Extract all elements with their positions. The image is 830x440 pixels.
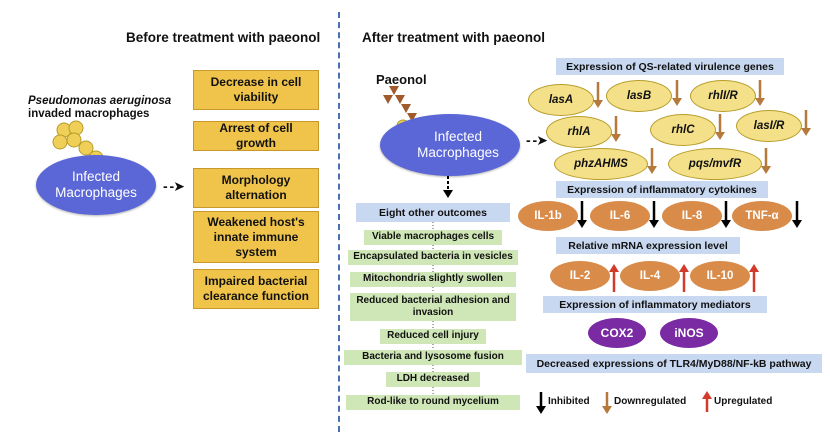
- gene-ellipse: rhlC: [650, 114, 716, 146]
- downregulated-arrow-icon: [647, 148, 657, 174]
- outcome-item: Reduced bacterial adhesion and invasion: [350, 293, 516, 321]
- cytokine-ellipse: IL-8: [662, 201, 722, 231]
- legend-upregulated-icon: [702, 391, 712, 412]
- downregulated-arrow-icon: [672, 80, 682, 106]
- inhibited-arrow-icon: [577, 201, 587, 228]
- legend-upregulated-label: Upregulated: [714, 396, 773, 407]
- inhibited-arrow-icon: [792, 201, 802, 228]
- cell-label-line1: Infected: [433, 128, 483, 144]
- paeonol-label: Paeonol: [376, 72, 427, 87]
- right-header: After treatment with paeonol: [362, 30, 546, 45]
- gene-ellipse: rhlA: [546, 116, 612, 148]
- eight-outcomes-title: Eight other outcomes: [356, 203, 510, 222]
- mrna-ellipse: IL-4: [620, 261, 680, 291]
- section-divider: [338, 12, 340, 432]
- cytokine-ellipse: TNF-α: [732, 201, 792, 231]
- dashed-arrow-icon: - -➤: [526, 132, 548, 148]
- downregulated-arrow-icon: [715, 114, 725, 140]
- mediator-ellipse: COX2: [588, 318, 646, 348]
- gene-ellipse: lasI/R: [736, 110, 802, 142]
- downregulated-arrow-icon: [593, 82, 603, 108]
- bacteria-label-desc: invaded macrophages: [28, 108, 150, 120]
- mediator-ellipse: iNOS: [660, 318, 718, 348]
- outcome-item: Viable macrophages cells: [364, 230, 502, 245]
- cytokine-ellipse: IL-6: [590, 201, 650, 231]
- dashed-down-arrow-icon: [443, 176, 453, 198]
- downregulated-arrow-icon: [761, 148, 771, 174]
- upregulated-arrow-icon: [749, 264, 759, 292]
- cytokines-title: Expression of inflammatory cytokines: [556, 181, 768, 198]
- cell-label-line2: Macrophages: [417, 145, 499, 160]
- outcome-item: Bacteria and lysosome fusion: [344, 350, 522, 365]
- outcome-item: Encapsulated bacteria in vesicles: [348, 250, 518, 265]
- inhibited-arrow-icon: [649, 201, 659, 228]
- inhibited-arrow-icon: [721, 201, 731, 228]
- upregulated-arrow-icon: [609, 264, 619, 292]
- gene-ellipse: pqs/mvfR: [668, 148, 762, 180]
- gene-ellipse: rhlI/R: [690, 80, 756, 112]
- outcome-box: Weakened host's innate immune system: [193, 211, 319, 263]
- outcome-box: Decrease in cell viability: [193, 70, 319, 110]
- mrna-ellipse: IL-2: [550, 261, 610, 291]
- outcome-item: Rod-like to round mycelium: [346, 395, 520, 410]
- gene-ellipse: phzAHMS: [554, 148, 648, 180]
- outcome-item: Mitochondria slightly swollen: [350, 272, 516, 287]
- outcome-box: Impaired bacterial clearance function: [193, 269, 319, 309]
- outcome-box: Morphology alternation: [193, 168, 319, 208]
- pathway-box: Decreased expressions of TLR4/MyD88/NF-k…: [526, 354, 822, 373]
- gene-ellipse: lasA: [528, 84, 594, 116]
- gene-ellipse: lasB: [606, 80, 672, 112]
- paeonol-molecules-icon: [383, 86, 417, 122]
- outcome-item: LDH decreased: [386, 372, 480, 387]
- dashed-arrow-icon: - -➤: [163, 178, 185, 194]
- downregulated-arrow-icon: [755, 80, 765, 106]
- outcome-item: Reduced cell injury: [380, 329, 486, 344]
- legend-inhibited-label: Inhibited: [548, 396, 590, 407]
- mrna-title: Relative mRNA expression level: [556, 237, 740, 254]
- mrna-ellipse: IL-10: [690, 261, 750, 291]
- downregulated-arrow-icon: [801, 110, 811, 136]
- legend-downregulated-label: Downregulated: [614, 396, 687, 407]
- qs-genes-title: Expression of QS-related virulence genes: [556, 58, 784, 75]
- legend-inhibited-icon: [536, 392, 546, 414]
- downregulated-arrow-icon: [611, 116, 621, 142]
- cell-label-line1: Infected: [71, 168, 121, 184]
- bacteria-label-species: Pseudomonas aeruginosa: [28, 95, 172, 107]
- outcome-box: Arrest of cell growth: [193, 121, 319, 151]
- bacteria-cluster-icon: [52, 120, 104, 166]
- legend-downregulated-icon: [602, 392, 612, 414]
- left-header: Before treatment with paeonol: [126, 30, 321, 45]
- upregulated-arrow-icon: [679, 264, 689, 292]
- cytokine-ellipse: IL-1b: [518, 201, 578, 231]
- mediators-title: Expression of inflammatory mediators: [543, 296, 767, 313]
- cell-label-line2: Macrophages: [55, 185, 137, 200]
